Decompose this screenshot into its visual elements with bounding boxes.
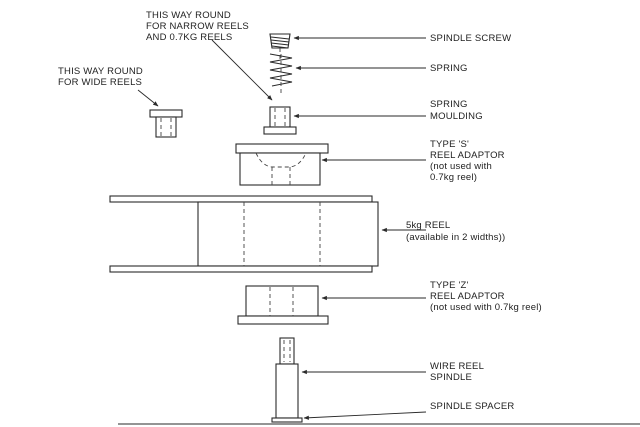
spindle-screw [269,33,291,60]
reel-5kg [109,195,379,273]
spring-moulding-wide-orientation [149,109,183,138]
label-reel-5kg: 5kg REEL (available in 2 widths)) [406,220,505,243]
label-this-way-narrow: THIS WAY ROUND FOR NARROW REELS AND 0.7K… [146,10,252,43]
type-z-reel-adaptor [237,285,329,325]
label-type-z-reel-adaptor: TYPE 'Z' REEL ADAPTOR (not used with 0.7… [430,280,542,313]
label-spindle-screw: SPINDLE SCREW [430,33,511,44]
type-s-reel-adaptor [235,143,329,186]
label-wire-reel-spindle: WIRE REEL SPINDLE [430,361,487,383]
label-type-s-reel-adaptor: TYPE 'S' REEL ADAPTOR (not used with 0.7… [430,139,508,183]
label-this-way-wide: THIS WAY ROUND FOR WIDE REELS [58,66,146,88]
label-spring-moulding: SPRING MOULDING [430,99,483,122]
label-spindle-spacer: SPINDLE SPACER [430,401,514,412]
label-spring: SPRING [430,63,468,74]
spindle-spacer [271,417,303,423]
spring-moulding [263,106,297,135]
leader-lines [137,35,427,420]
wire-reel-spindle [275,337,299,419]
spring [269,53,293,96]
